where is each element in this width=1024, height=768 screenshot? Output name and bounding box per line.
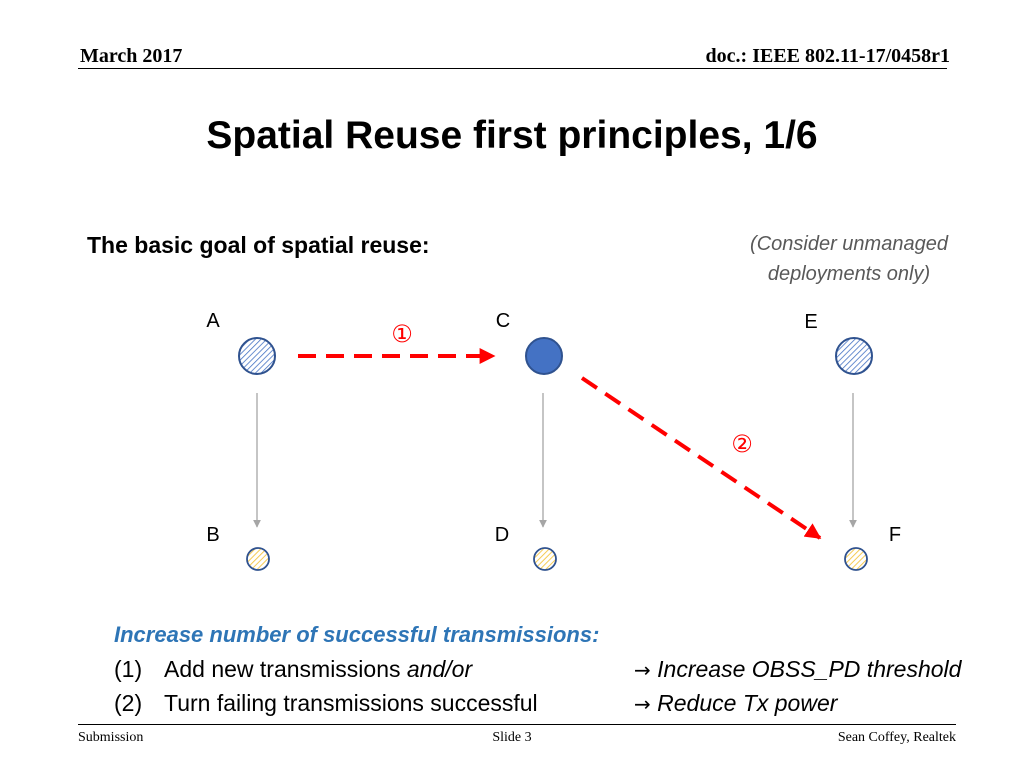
list-item: (2) Turn failing transmissions successful bbox=[114, 688, 538, 718]
node-label-d: D bbox=[495, 524, 509, 546]
result-1: → Increase OBSS_PD threshold bbox=[634, 654, 961, 685]
list-item: (1) Add new transmissions and/or bbox=[114, 654, 472, 684]
step-marker-1: ① bbox=[391, 320, 413, 348]
node-d-hatched-circle bbox=[533, 547, 557, 571]
list-item-text: Turn failing transmissions successful bbox=[164, 690, 538, 716]
list-item-emphasis: and/or bbox=[406, 656, 473, 682]
node-f-hatched-circle bbox=[844, 547, 868, 571]
node-label-f: F bbox=[889, 524, 901, 546]
node-a-hatched-circle bbox=[238, 337, 276, 375]
result-text: Reduce Tx power bbox=[657, 690, 838, 716]
list-item-number: (1) bbox=[114, 656, 143, 682]
body-heading: Increase number of successful transmissi… bbox=[114, 622, 600, 647]
footer-slide-number: Slide 3 bbox=[492, 730, 532, 745]
transmission-arrow-2 bbox=[580, 376, 822, 540]
result-2: → Reduce Tx power bbox=[634, 688, 837, 719]
header-rule bbox=[78, 68, 947, 69]
node-e-hatched-circle bbox=[835, 337, 873, 375]
footer-author: Sean Coffey, Realtek bbox=[837, 730, 956, 745]
footer-submission: Submission bbox=[78, 730, 144, 745]
node-label-e: E bbox=[804, 311, 817, 333]
slide-title: Spatial Reuse first principles, 1/6 bbox=[206, 114, 818, 157]
goal-heading: The basic goal of spatial reuse: bbox=[87, 232, 430, 258]
node-label-a: A bbox=[206, 310, 220, 332]
node-b-hatched-circle bbox=[246, 547, 270, 571]
header-date: March 2017 bbox=[80, 45, 183, 67]
right-arrow-icon: → bbox=[634, 658, 651, 682]
node-label-c: C bbox=[496, 310, 510, 332]
right-arrow-icon: → bbox=[634, 692, 651, 716]
scope-note-line-1: (Consider unmanaged bbox=[750, 233, 948, 255]
node-label-b: B bbox=[206, 524, 219, 546]
footer-rule bbox=[78, 724, 956, 725]
step-marker-2: ② bbox=[731, 430, 753, 458]
result-text: Increase OBSS_PD threshold bbox=[657, 656, 962, 682]
scope-note-line-2: deployments only) bbox=[767, 263, 931, 285]
list-item-text: Add new transmissions bbox=[164, 656, 407, 682]
list-item-number: (2) bbox=[114, 690, 143, 716]
scope-note: (Consider unmanaged deployments only) bbox=[720, 229, 978, 289]
node-c-solid-circle bbox=[525, 337, 563, 375]
header-doc-id: doc.: IEEE 802.11-17/0458r1 bbox=[705, 45, 950, 67]
